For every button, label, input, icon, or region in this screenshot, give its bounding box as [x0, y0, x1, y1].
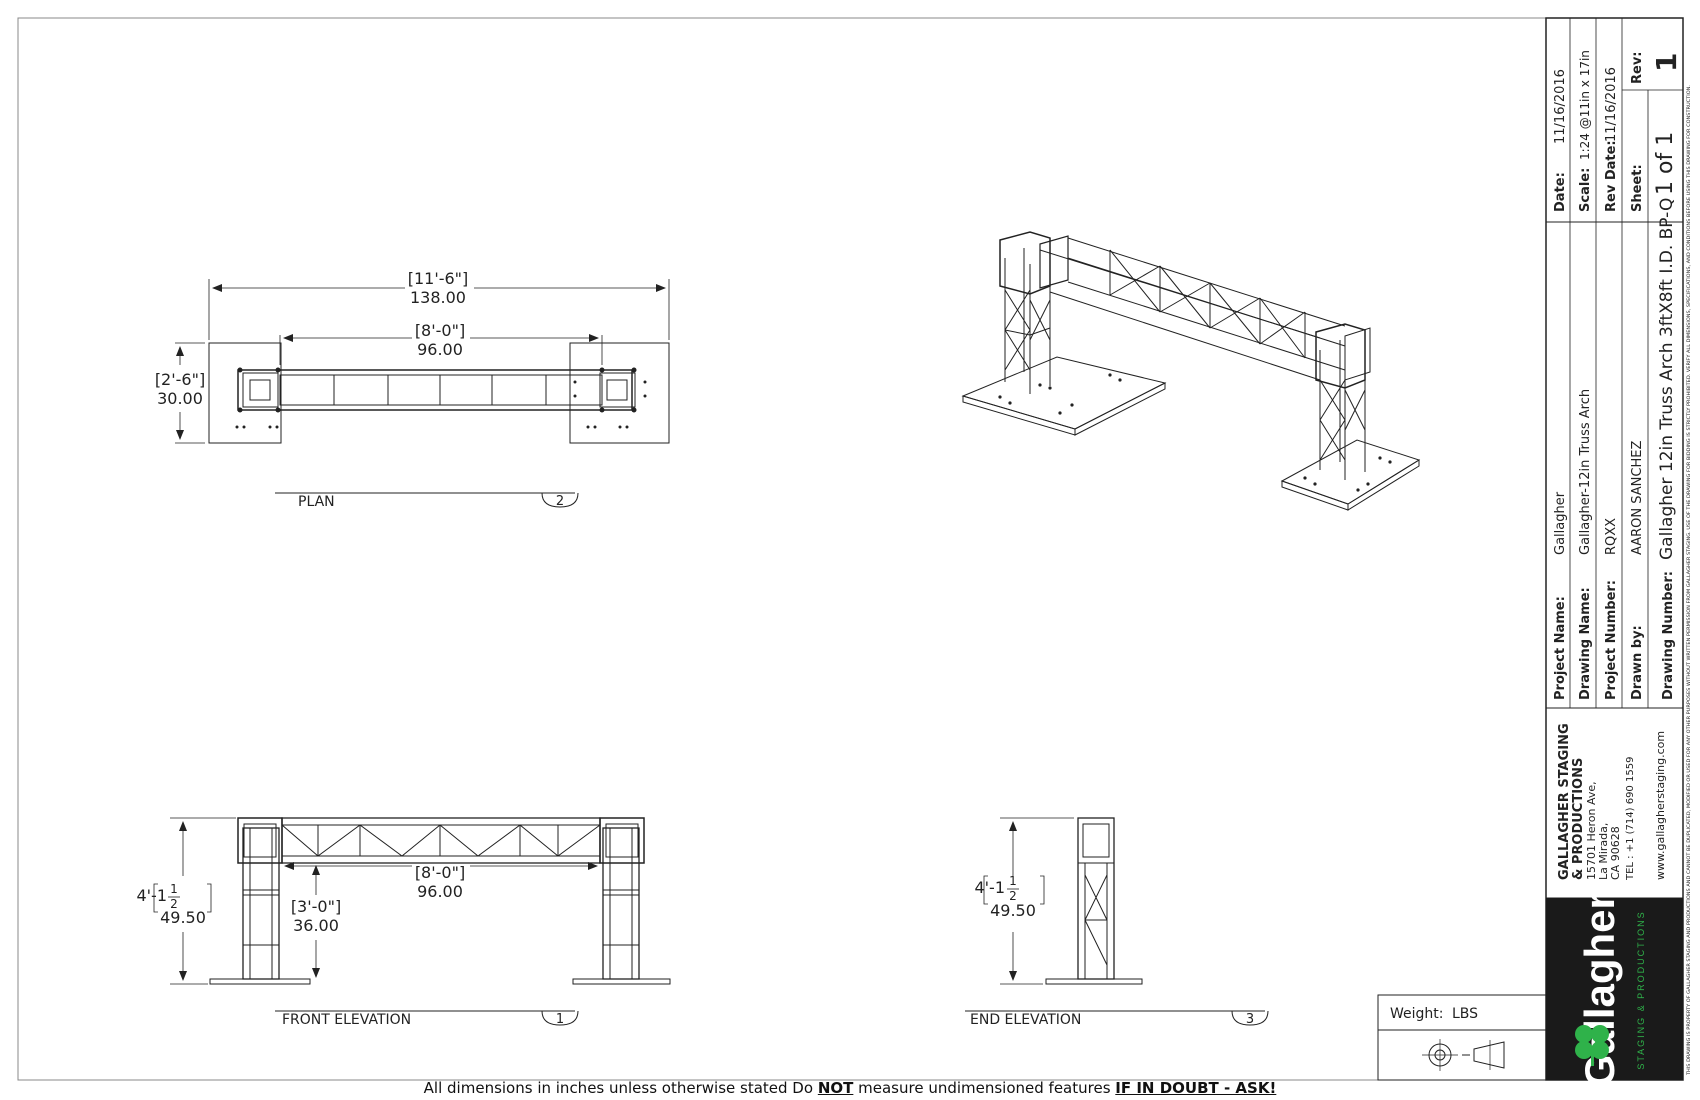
company-name-line2: & PRODUCTIONS	[1571, 758, 1586, 880]
date-label: Date:	[1553, 172, 1568, 212]
plan-dim-depth-ft: [2'-6"]	[155, 370, 205, 389]
end-dim-height-frac-num: 1	[1009, 874, 1017, 888]
plan-dim-span-in: 96.00	[417, 340, 463, 359]
plan-dim-depth-in: 30.00	[157, 389, 203, 408]
end-view-number: 3	[1246, 1012, 1254, 1027]
front-dim-clear-in: 36.00	[293, 916, 339, 935]
weight-unit: LBS	[1452, 1006, 1478, 1022]
drawing-number-value: Gallagher 12in Truss Arch 3ftX8ft I.D. B…	[1657, 198, 1677, 560]
company-logo: Gallagher STAGING & PRODUCTIONS	[1546, 893, 1683, 1087]
front-dim-clear-ft: [3'-0"]	[291, 897, 341, 916]
rev-value: 1	[1650, 53, 1683, 72]
company-tel: TEL : +1 (714) 690 1559	[1625, 757, 1636, 881]
end-elevation-view	[965, 817, 1269, 1026]
drawing-number-label: Drawing Number:	[1661, 571, 1676, 700]
front-dim-height-frac-den: 2	[170, 897, 178, 911]
plan-dim-overall-in: 138.00	[410, 288, 466, 307]
company-address-line2: La Mirada,	[1597, 823, 1610, 880]
plan-dim-overall-ft: [11'-6"]	[408, 269, 469, 288]
plan-base-plate-right	[569, 342, 670, 444]
company-name-line1: GALLAGHER STAGING	[1557, 723, 1572, 880]
scale-label: Scale:	[1578, 168, 1593, 212]
drawing-name-value: Gallagher-12in Truss Arch	[1578, 389, 1593, 555]
plan-base-plate-left	[208, 342, 282, 444]
end-dim-height-in: 49.50	[990, 901, 1036, 920]
end-dim-height-frac-den: 2	[1009, 889, 1017, 903]
company-address-line3: CA 90628	[1609, 826, 1622, 880]
projection-symbol-icon	[1422, 1039, 1505, 1071]
company-website: www.gallagherstaging.com	[1654, 731, 1667, 880]
front-base-plate-left	[209, 978, 311, 985]
plan-view-label: PLAN	[298, 494, 335, 510]
drawn-by-value: AARON SANCHEZ	[1630, 441, 1645, 555]
footer-not: NOT	[817, 1079, 854, 1097]
front-dim-span-ft: [8'-0"]	[415, 863, 465, 882]
footer-ask: IF IN DOUBT - ASK!	[1115, 1079, 1277, 1097]
footer-note: All dimensions in inches unless otherwis…	[0, 1079, 1700, 1097]
sheet-value: 1 of 1	[1653, 132, 1678, 195]
logo-subtext: STAGING & PRODUCTIONS	[1636, 910, 1646, 1069]
company-address-line1: 15701 Heron Ave,	[1585, 781, 1598, 880]
sheet-border	[17, 17, 1684, 1081]
front-base-plate-right	[572, 978, 671, 985]
drawing-name-label: Drawing Name:	[1578, 587, 1593, 700]
plan-view	[175, 279, 670, 508]
project-name-value: Gallagher	[1553, 491, 1568, 555]
project-name-label: Project Name:	[1553, 596, 1568, 700]
front-elevation-view	[170, 817, 671, 1026]
front-dim-height-ft: 4'-1	[136, 886, 167, 905]
front-dim-height-in: 49.50	[160, 908, 206, 927]
front-view-number: 1	[556, 1012, 564, 1027]
footer-text-1: All dimensions in inches unless otherwis…	[423, 1079, 818, 1097]
front-dim-span-in: 96.00	[417, 882, 463, 901]
project-number-label: Project Number:	[1604, 580, 1619, 700]
clover-icon	[1575, 1025, 1609, 1066]
plan-dim-span-ft: [8'-0"]	[415, 321, 465, 340]
legal-notice: THIS DRAWING IS PROPERTY OF GALLAGHER ST…	[1686, 85, 1692, 1076]
rev-date-value: 11/16/2016	[1604, 67, 1619, 142]
weight-label: Weight:	[1390, 1006, 1444, 1022]
footer-text-2: measure undimensioned features	[853, 1079, 1116, 1097]
date-value: 11/16/2016	[1553, 69, 1568, 144]
scale-value: 1:24 @11in x 17in	[1578, 50, 1592, 160]
end-view-label: END ELEVATION	[970, 1012, 1081, 1028]
plan-view-number: 2	[556, 494, 564, 509]
iso-base-plate-left	[961, 356, 1167, 430]
end-base-plate	[1045, 978, 1143, 985]
end-dim-height-ft: 4'-1	[974, 878, 1005, 897]
sheet-label: Sheet:	[1630, 164, 1645, 212]
drawn-by-label: Drawn by:	[1630, 625, 1645, 700]
project-number-value: RQXX	[1604, 518, 1619, 555]
front-view-label: FRONT ELEVATION	[282, 1012, 411, 1028]
isometric-view	[961, 231, 1421, 511]
rev-label: Rev:	[1630, 52, 1645, 85]
rev-date-label: Rev Date:	[1604, 140, 1619, 212]
front-dim-height-frac-num: 1	[170, 882, 178, 896]
